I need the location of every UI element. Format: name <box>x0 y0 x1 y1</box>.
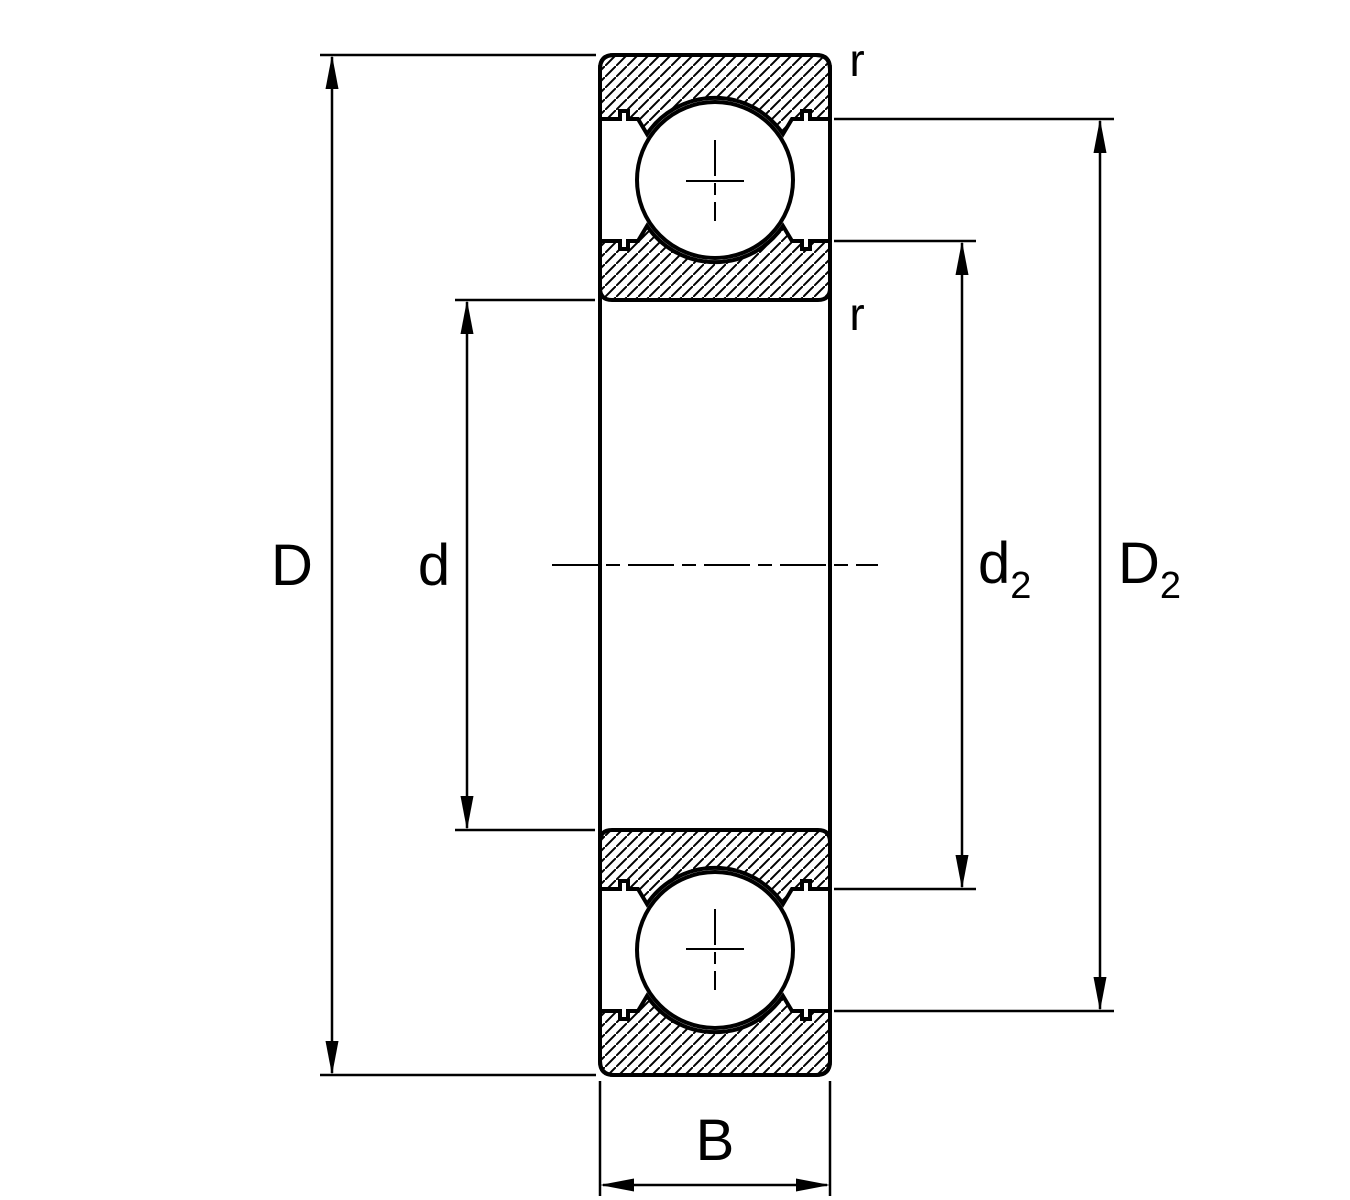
arrowhead-D-top <box>325 55 339 89</box>
label-outside-diameter-D: D <box>271 533 313 598</box>
arrowhead-D2-bottom <box>1093 977 1107 1011</box>
label-corner-radius-r-outer: r <box>849 34 864 86</box>
arrowhead-D2-top <box>1093 119 1107 153</box>
inner-ring-bottom-section <box>598 828 832 908</box>
label-d2-main: d <box>978 531 1010 596</box>
label-D2-main: D <box>1118 531 1160 596</box>
label-bore-diameter-d: d <box>418 533 450 598</box>
label-recess-diameter-D2: D2 <box>1118 531 1181 607</box>
label-width-B: B <box>696 1108 735 1173</box>
arrowhead-D-bottom <box>325 1041 339 1075</box>
label-recess-diameter-d2: d2 <box>978 531 1031 607</box>
arrowhead-d2-top <box>955 241 969 275</box>
inner-ring-top-section <box>598 222 832 302</box>
arrowhead-d-top <box>460 300 474 334</box>
outer-ring-top-section <box>598 53 832 138</box>
label-D2-subscript: 2 <box>1160 565 1181 607</box>
arrowhead-B-right <box>796 1178 830 1192</box>
arrowhead-B-left <box>600 1178 634 1192</box>
label-d2-subscript: 2 <box>1010 565 1031 607</box>
arrowhead-d2-bottom <box>955 855 969 889</box>
arrowhead-d-bottom <box>460 796 474 830</box>
label-corner-radius-r-inner: r <box>849 288 864 340</box>
outer-ring-bottom-section <box>598 992 832 1077</box>
